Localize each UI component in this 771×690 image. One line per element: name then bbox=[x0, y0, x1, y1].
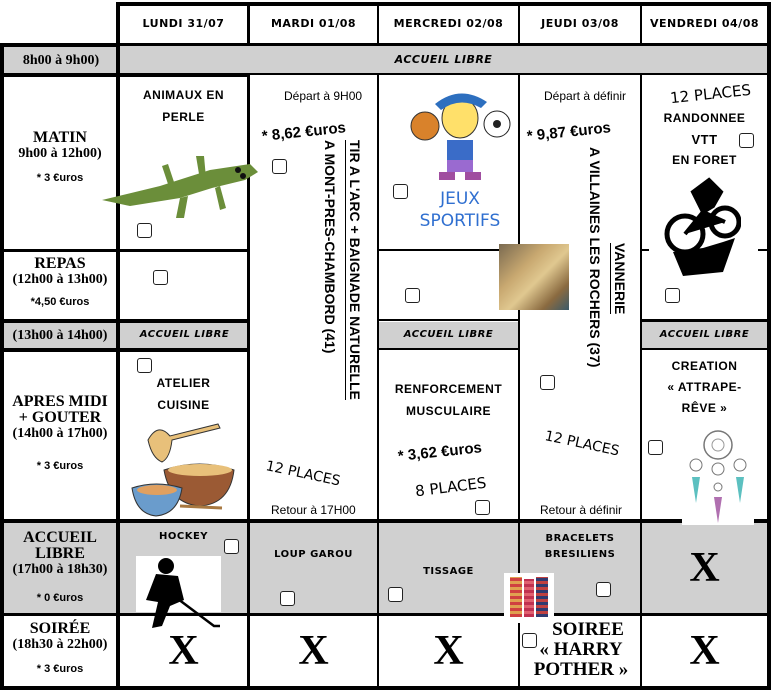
thursday-return: Retour à définir bbox=[540, 503, 623, 517]
kid-sports-cartoon-image bbox=[410, 93, 511, 180]
thursday-trip-title: VANNERIE bbox=[610, 243, 628, 315]
late-title: ACCUEIL bbox=[23, 529, 97, 546]
midday-mon-bg bbox=[120, 322, 249, 350]
midday-wednesday-accueil: ACCUEIL LIBRE bbox=[403, 329, 494, 340]
monday-afternoon-checkbox[interactable] bbox=[137, 358, 152, 373]
day-header-thursday: JEUDI 03/08 bbox=[541, 17, 619, 30]
bracelets-bresiliens-title: BRACELETS BRESILIENS bbox=[544, 533, 616, 560]
midday-label-bg bbox=[4, 322, 120, 350]
friday-morning-checkbox[interactable] bbox=[739, 133, 754, 148]
row-label-afternoon: APRES MIDI + GOUTER (14h00 à 17h00) * 3 … bbox=[4, 393, 116, 473]
harry-pother-checkbox[interactable] bbox=[522, 633, 537, 648]
arrival-row-bg bbox=[4, 46, 768, 74]
monday-lunch-checkbox[interactable] bbox=[153, 270, 168, 285]
row-label-lunch: REPAS (12h00 à 13h00) *4,50 €uros bbox=[4, 255, 116, 309]
tissage-title: TISSAGE bbox=[423, 566, 474, 577]
harry-pother-title: SOIREE « HARRY POTHER » bbox=[533, 619, 629, 680]
evening-price: * 3 €uros bbox=[36, 663, 84, 675]
basket-weaving-image bbox=[499, 244, 569, 310]
thursday-trip-places: 12 PLACES bbox=[543, 428, 621, 460]
beaded-crocodile-image bbox=[102, 156, 258, 218]
friday-afternoon-title: Creation « attrape- rêve » bbox=[667, 359, 742, 415]
evening-title: SOIRÉE bbox=[29, 620, 91, 637]
jeux-sportifs-title: JEUX SPORTIFS bbox=[419, 189, 501, 231]
morning-hours: 9h00 à 12h00) bbox=[18, 146, 102, 161]
tuesday-departure: Départ à 9H00 bbox=[284, 89, 363, 103]
thursday-trip-location: A VILLAINES LES ROCHERS (37) bbox=[587, 147, 603, 368]
lunch-hours: (12h00 à 13h00) bbox=[12, 272, 108, 287]
midday-monday-accueil: ACCUEIL LIBRE bbox=[139, 329, 230, 340]
monday-morning-title: Animaux en perle bbox=[142, 88, 224, 124]
mountain-biker-image bbox=[664, 177, 741, 276]
friday-morning-places: 12 PLACES bbox=[669, 80, 752, 108]
arrival-accueil-libre: ACCUEIL LIBRE bbox=[394, 53, 493, 66]
monday-afternoon-title: Atelier cuisine bbox=[156, 376, 211, 412]
friday-late-unavailable-mark: X bbox=[689, 545, 720, 591]
tuesday-evening-unavailable-mark: X bbox=[298, 628, 329, 674]
loup-garou-title: LOUP GAROU bbox=[274, 549, 353, 560]
monday-evening-unavailable-mark: X bbox=[168, 628, 199, 674]
day-header-wednesday: MERCREDI 02/08 bbox=[393, 17, 504, 30]
row-label-late: ACCUEIL LIBRE (17h00 à 18h30) * 0 €uros bbox=[4, 529, 116, 605]
bracelets-checkbox[interactable] bbox=[596, 582, 611, 597]
wednesday-afternoon-checkbox[interactable] bbox=[475, 500, 490, 515]
hockey-checkbox[interactable] bbox=[224, 539, 239, 554]
day-header-friday: VENDREDI 04/08 bbox=[649, 17, 760, 30]
midday-time-label: (13h00 à 14h00) bbox=[12, 328, 108, 343]
late-title-2: LIBRE bbox=[35, 545, 85, 562]
thursday-trip-checkbox[interactable] bbox=[540, 375, 555, 390]
row-label-evening: SOIRÉE (18h30 à 22h00) * 3 €uros bbox=[4, 620, 116, 676]
afternoon-title: APRES MIDI bbox=[12, 393, 108, 410]
day-header-monday: LUNDI 31/07 bbox=[142, 17, 225, 30]
tuesday-trip-location: A MONT-PRES-CHAMBORD (41) bbox=[322, 140, 338, 354]
friday-evening-unavailable-mark: X bbox=[689, 628, 720, 674]
thursday-departure: Départ à définir bbox=[544, 89, 627, 103]
wednesday-afternoon-title: Renforcement musculaire bbox=[394, 382, 503, 418]
evening-hours: (18h30 à 22h00) bbox=[12, 637, 108, 652]
hockey-player-image bbox=[136, 556, 221, 628]
morning-title: MATIN bbox=[33, 129, 87, 146]
tissage-checkbox[interactable] bbox=[388, 587, 403, 602]
friday-afternoon-checkbox[interactable] bbox=[648, 440, 663, 455]
tuesday-trip-title: TIR A L'ARC + BAIGNADE NATURELLE bbox=[345, 140, 363, 400]
hockey-title: HOCKEY bbox=[158, 531, 209, 542]
tuesday-trip-checbox[interactable] bbox=[272, 159, 287, 174]
thursday-trip-price: * 9,87 €uros bbox=[526, 119, 612, 145]
afternoon-price: * 3 €uros bbox=[36, 460, 84, 472]
wednesday-afternoon-price: * 3,62 €uros bbox=[397, 439, 483, 465]
late-price: * 0 €uros bbox=[36, 592, 84, 604]
loup-garou-checkbox[interactable] bbox=[280, 591, 295, 606]
afternoon-hours: (14h00 à 17h00) bbox=[12, 426, 108, 441]
afternoon-goûter: + GOUTER bbox=[18, 409, 102, 426]
wednesday-lunch-checkbox[interactable] bbox=[405, 288, 420, 303]
wednesday-afternoon-places: 8 PLACES bbox=[414, 473, 488, 501]
tuesday-return: Retour à 17H00 bbox=[271, 503, 356, 517]
morning-price: * 3 €uros bbox=[36, 172, 84, 184]
arrival-time-label: 8h00 à 9h00) bbox=[22, 53, 100, 68]
woven-bracelets-image bbox=[504, 573, 554, 623]
row-label-morning: MATIN 9h00 à 12h00) * 3 €uros bbox=[4, 129, 116, 185]
late-hours: (17h00 à 18h30) bbox=[12, 562, 108, 577]
day-header-tuesday: MARDI 01/08 bbox=[270, 17, 357, 30]
midday-friday-accueil: ACCUEIL LIBRE bbox=[659, 329, 750, 340]
cooking-bowls-image bbox=[131, 423, 235, 517]
lunch-title: REPAS bbox=[34, 255, 86, 272]
tuesday-trip-places: 12 PLACES bbox=[264, 458, 342, 490]
dreamcatcher-image bbox=[682, 425, 754, 525]
wednesday-morning-checkbox[interactable] bbox=[393, 184, 408, 199]
midday-wed-bg bbox=[379, 322, 519, 350]
friday-morning-title: Randonnee VTT en foret bbox=[663, 111, 746, 167]
midday-fri-bg bbox=[641, 322, 768, 350]
lunch-price: *4,50 €uros bbox=[30, 296, 90, 308]
friday-lunch-checkbox[interactable] bbox=[665, 288, 680, 303]
wednesday-evening-unavailable-mark: X bbox=[433, 628, 464, 674]
monday-morning-checkbox[interactable] bbox=[137, 223, 152, 238]
